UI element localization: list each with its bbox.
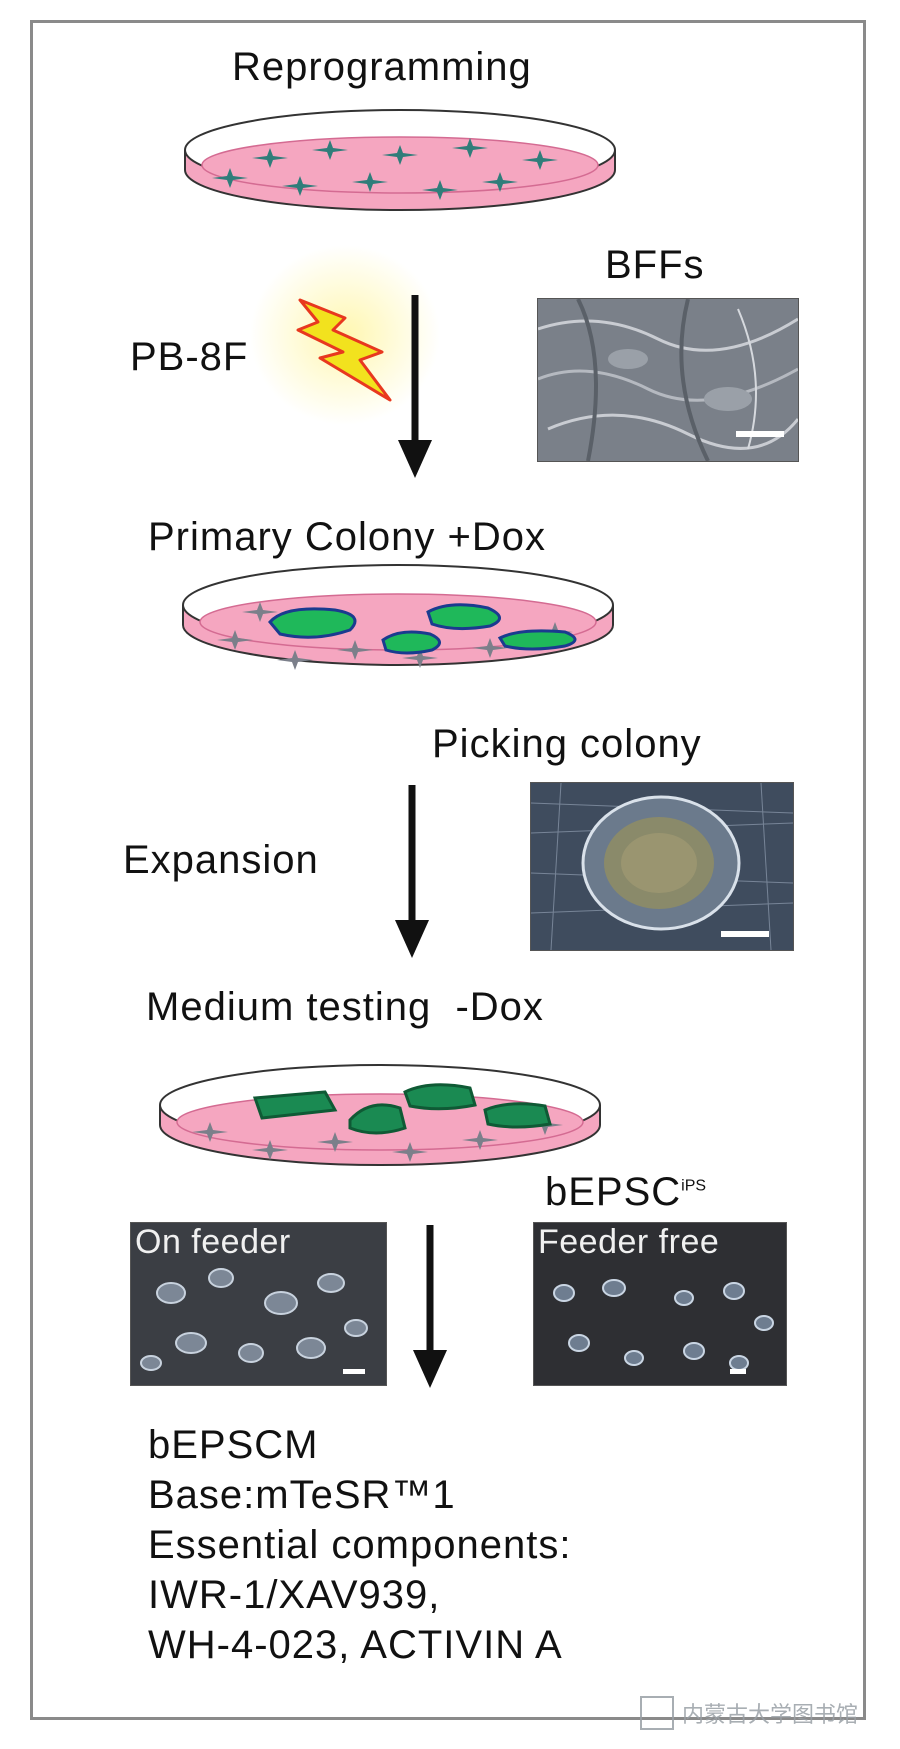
arrow-3 (413, 1225, 447, 1388)
watermark-text: 内蒙古大学图书馆 (682, 1702, 859, 1727)
label-reprogramming: Reprogramming (232, 45, 532, 89)
dish-primary-colony (182, 564, 614, 670)
label-expansion: Expansion (123, 838, 319, 882)
label-picking-colony: Picking colony (432, 722, 702, 766)
micrograph-bffs (537, 298, 799, 462)
label-primary-colony: Primary Colony +Dox (148, 515, 547, 559)
bepsc-superscript: iPS (681, 1177, 707, 1195)
medium-description: bEPSCM Base:mTeSR™1 Essential components… (148, 1420, 571, 1670)
label-feeder-free: Feeder free (538, 1223, 720, 1261)
figure-frame (30, 20, 866, 1720)
medium-components-line2: WH-4-023, ACTIVIN A (148, 1623, 563, 1667)
library-logo-icon (640, 1696, 674, 1730)
micrograph-picking-colony (530, 782, 794, 951)
label-medium-testing: Medium testing -Dox (146, 985, 544, 1029)
micrograph-on-feeder: On feeder (130, 1222, 387, 1386)
dish-reprogramming (184, 109, 616, 211)
bepsc-base: bEPSC (545, 1170, 682, 1214)
dish-medium-testing (159, 1064, 601, 1166)
label-pb8f: PB-8F (130, 335, 249, 379)
library-watermark: 内蒙古大学图书馆 (640, 1693, 858, 1733)
arrow-1 (398, 295, 432, 478)
label-bffs: BFFs (605, 243, 705, 287)
label-bepsc-ips: bEPSCiPS (545, 1170, 706, 1215)
medium-components-line1: IWR-1/XAV939, (148, 1573, 441, 1617)
micrograph-feeder-free: Feeder free (533, 1222, 787, 1386)
label-on-feeder: On feeder (135, 1223, 291, 1261)
medium-components-title: Essential components: (148, 1523, 572, 1567)
medium-name: bEPSCM (148, 1423, 319, 1467)
lightning-icon (250, 245, 440, 425)
medium-base: Base:mTeSR™1 (148, 1473, 456, 1517)
arrow-2 (395, 785, 429, 958)
